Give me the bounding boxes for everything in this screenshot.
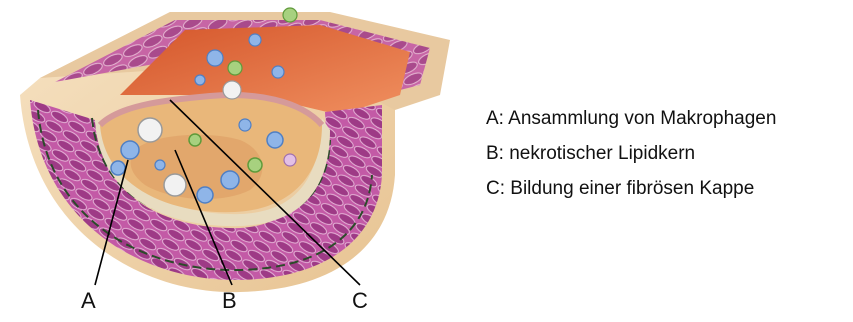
legend-item-c: C: Bildung einer fibrösen Kappe — [486, 171, 776, 206]
marker-b: B — [222, 288, 237, 314]
marker-c: C — [352, 288, 368, 314]
legend: A: Ansammlung von Makrophagen B: nekroti… — [486, 101, 776, 206]
legend-item-b: B: nekrotischer Lipidkern — [486, 136, 776, 171]
marker-a: A — [81, 288, 96, 314]
legend-item-a: A: Ansammlung von Makrophagen — [486, 101, 776, 136]
artery-illustration — [0, 0, 460, 322]
